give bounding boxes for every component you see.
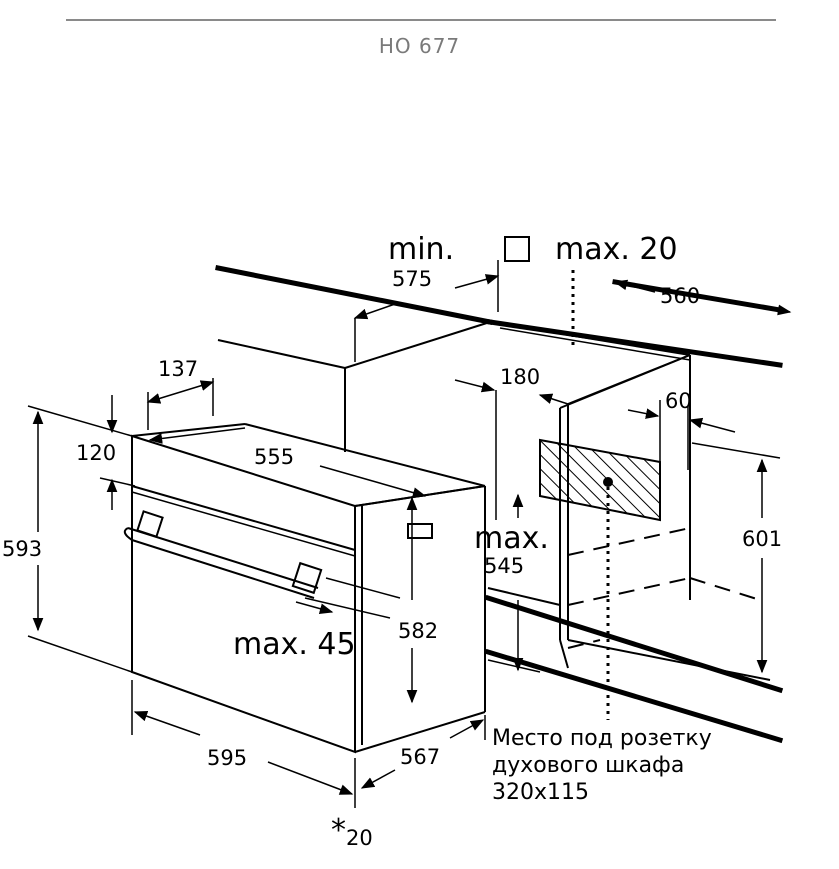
label-567: 567 [400,745,440,769]
label-593: 593 [2,537,42,561]
label-star: * [331,813,346,848]
label-575: 575 [392,267,432,291]
model-title: HO 677 [378,34,461,58]
label-max: max. [474,521,549,556]
socket-note-line1: Место под розетку [492,726,712,751]
label-560: 560 [660,284,700,308]
label-120: 120 [76,441,116,465]
header-rule [66,19,776,21]
socket-note-line3: 320x115 [492,780,589,805]
cabinet-outline [215,265,784,744]
label-555: 555 [254,445,294,469]
label-min: min. [388,232,454,267]
label-180: 180 [500,365,540,389]
label-137: 137 [158,357,198,381]
square-symbol [504,236,530,262]
label-max-20: max. 20 [555,232,678,267]
label-545: 545 [484,554,524,578]
socket-note-line2: духового шкафа [492,753,684,778]
label-60: 60 [665,389,692,413]
label-max-45: max. 45 [233,627,356,662]
label-595: 595 [207,746,247,770]
oven-body [123,423,486,754]
label-601: 601 [742,527,782,551]
label-star-20: 20 [346,826,373,850]
dimension-lines [27,260,792,808]
label-582: 582 [398,619,438,643]
